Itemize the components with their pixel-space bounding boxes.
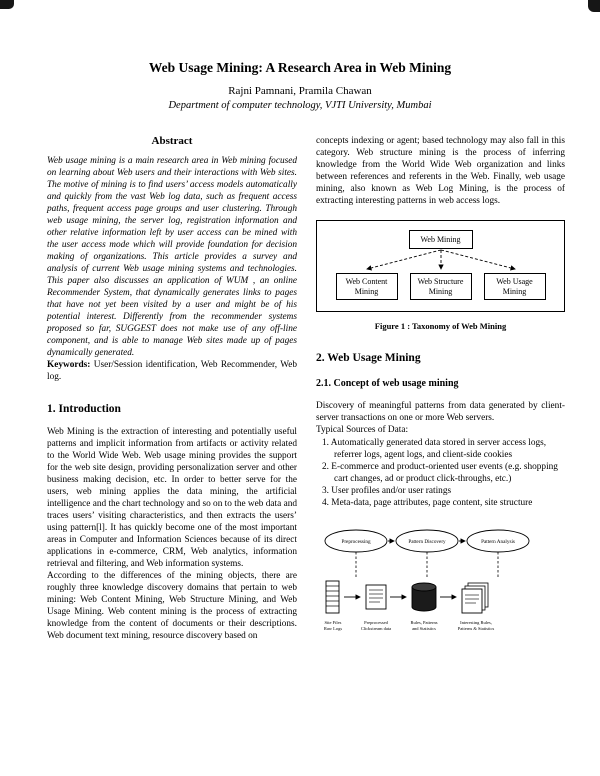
wum-process-diagram: Preprocessing Pattern Discovery Pattern … xyxy=(324,529,530,631)
left-column: Abstract Web usage mining is a main rese… xyxy=(47,135,297,642)
stage-label: Preprocessing xyxy=(341,539,371,545)
database-cylinder-icon xyxy=(411,582,437,612)
figure-wum-process: Preprocessing Pattern Discovery Pattern … xyxy=(320,527,565,655)
svg-text:and Statistics: and Statistics xyxy=(412,626,436,631)
section2-heading: 2. Web Usage Mining xyxy=(316,352,421,364)
taxonomy-child-web-structure-mining: Web Structure Mining xyxy=(409,273,472,300)
taxonomy-connector-lines xyxy=(365,249,516,271)
taxonomy-root-box: Web Mining xyxy=(408,230,473,249)
introduction-paragraph-1: Web Mining is the extraction of interest… xyxy=(47,427,297,569)
paper-affiliation: Department of computer technology, VJTI … xyxy=(168,100,432,111)
stage-ellipse-preprocessing: Preprocessing xyxy=(324,529,388,553)
right-column: concepts indexing or agent; based techno… xyxy=(316,135,565,655)
stage-label: Pattern Discovery xyxy=(408,539,446,545)
section2-1-heading: 2.1. Concept of web usage mining xyxy=(316,378,459,389)
list-item: 1. Automatically generated data stored i… xyxy=(322,438,547,460)
figure1-caption: Figure 1 : Taxonomy of Web Mining xyxy=(374,321,507,331)
stage-ellipse-pattern-analysis: Pattern Analysis xyxy=(466,529,530,553)
list-item: 3. User profiles and/or user ratings xyxy=(322,486,452,496)
taxonomy-children-row: Web Content Mining Web Structure Mining … xyxy=(335,273,546,300)
scan-corner-mark-left xyxy=(0,0,14,9)
keywords-block: Keywords: User/Session identification, W… xyxy=(47,359,297,383)
taxonomy-child-web-content-mining: Web Content Mining xyxy=(335,273,398,300)
column2-paragraph: concepts indexing or agent; based techno… xyxy=(316,136,565,206)
svg-text:Patterns & Statistics: Patterns & Statistics xyxy=(458,626,495,631)
keywords-text: User/Session identification, Web Recomme… xyxy=(47,360,297,382)
abstract-text: Web usage mining is a main research area… xyxy=(47,156,297,358)
taxonomy-diagram: Web Mining Web Content Mining Web Struct… xyxy=(316,220,565,312)
document-icon xyxy=(365,584,387,610)
svg-text:Site Files: Site Files xyxy=(325,620,342,625)
paper-header: Web Usage Mining: A Research Area in Web… xyxy=(0,60,600,111)
svg-text:Interesting Rules,: Interesting Rules, xyxy=(460,620,492,626)
stage-label: Pattern Analysis xyxy=(481,539,515,545)
svg-text:Clickstream data: Clickstream data xyxy=(361,626,391,631)
svg-text:Raw Logs: Raw Logs xyxy=(324,626,343,631)
figure-taxonomy: Web Mining Web Content Mining Web Struct… xyxy=(316,220,565,332)
introduction-paragraph-2: According to the differences of the mini… xyxy=(47,571,297,641)
artifact-label-interesting-rules: Interesting Rules, Patterns & Statistics xyxy=(458,620,495,631)
paper-authors: Rajni Pamnani, Pramila Chawan xyxy=(228,85,372,97)
keywords-label: Keywords: xyxy=(47,360,91,370)
taxonomy-child-web-usage-mining: Web Usage Mining xyxy=(483,273,546,300)
scan-corner-mark-right xyxy=(588,0,600,12)
sources-label: Typical Sources of Data: xyxy=(316,425,409,435)
raw-logs-icon xyxy=(325,580,340,614)
artifact-label-site-files: Site Files Raw Logs xyxy=(324,620,343,631)
stacked-documents-icon xyxy=(461,582,489,614)
abstract-heading: Abstract xyxy=(151,135,193,147)
section2-paragraph: Discovery of meaningful patterns from da… xyxy=(316,401,565,423)
paper-title: Web Usage Mining: A Research Area in Web… xyxy=(148,60,452,75)
stage-ellipse-pattern-discovery: Pattern Discovery xyxy=(395,529,459,553)
artifact-label-rules-patterns: Rules, Patterns and Statistics xyxy=(411,620,438,631)
list-item: 4. Meta-data, page attributes, page cont… xyxy=(322,498,533,508)
svg-text:Rules, Patterns: Rules, Patterns xyxy=(411,620,438,626)
introduction-heading: 1. Introduction xyxy=(47,403,121,415)
list-item: 2. E-commerce and product-oriented user … xyxy=(322,462,558,484)
artifact-label-preprocessed-data: Preprocessed Clickstream data xyxy=(361,620,391,631)
data-sources-list: 1. Automatically generated data stored i… xyxy=(316,437,565,509)
svg-text:Preprocessed: Preprocessed xyxy=(364,620,388,625)
